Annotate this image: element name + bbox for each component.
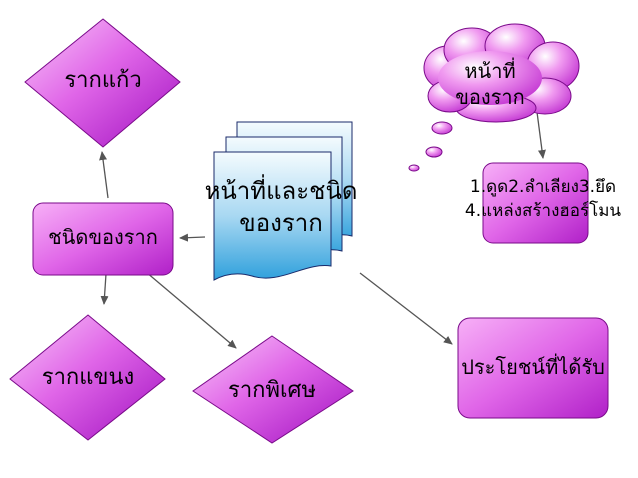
stilt-root-diamond[interactable] bbox=[9, 314, 166, 441]
arrow-center-to-types bbox=[179, 233, 206, 242]
benefits-box[interactable] bbox=[457, 317, 609, 419]
benefits-label: ประโยชน์ที่ได้รับ bbox=[461, 355, 605, 379]
cloud-bubble-large bbox=[431, 121, 453, 135]
arrow-center-to-benefits bbox=[359, 272, 453, 345]
center-label-line1: หน้าที่และชนิด bbox=[204, 177, 358, 205]
cloud-bubble-medium bbox=[425, 146, 443, 158]
glass-root-label: รากแก้ว bbox=[64, 68, 142, 93]
special-root-diamond[interactable] bbox=[192, 335, 354, 444]
functions-list-box[interactable] bbox=[482, 162, 589, 244]
arrow-types-to-special bbox=[145, 271, 237, 349]
function-cloud[interactable] bbox=[423, 23, 580, 123]
cloud-label-line1: หน้าที่ bbox=[464, 59, 516, 83]
types-label: ชนิดของราก bbox=[48, 225, 158, 249]
cloud-bubble-small bbox=[408, 164, 420, 172]
types-box[interactable] bbox=[32, 202, 174, 276]
cloud-label-line2: ของราก bbox=[455, 85, 525, 109]
special-root-label: รากพิเศษ bbox=[228, 378, 316, 403]
center-multidocument[interactable] bbox=[213, 121, 353, 281]
arrow-types-to-stilt bbox=[100, 273, 109, 305]
arrow-cloud-to-list bbox=[536, 111, 546, 159]
center-label-line2: ของราก bbox=[239, 209, 323, 237]
functions-list-line2: 4.แหล่งสร้างฮอร์โมน bbox=[464, 201, 622, 221]
glass-root-diamond[interactable] bbox=[24, 18, 181, 148]
arrow-types-to-glass bbox=[99, 151, 109, 199]
functions-list-line1: 1.ดูด2.ลำเลียง3.ยึด bbox=[469, 177, 617, 197]
stilt-root-label: รากแขนง bbox=[41, 365, 135, 390]
